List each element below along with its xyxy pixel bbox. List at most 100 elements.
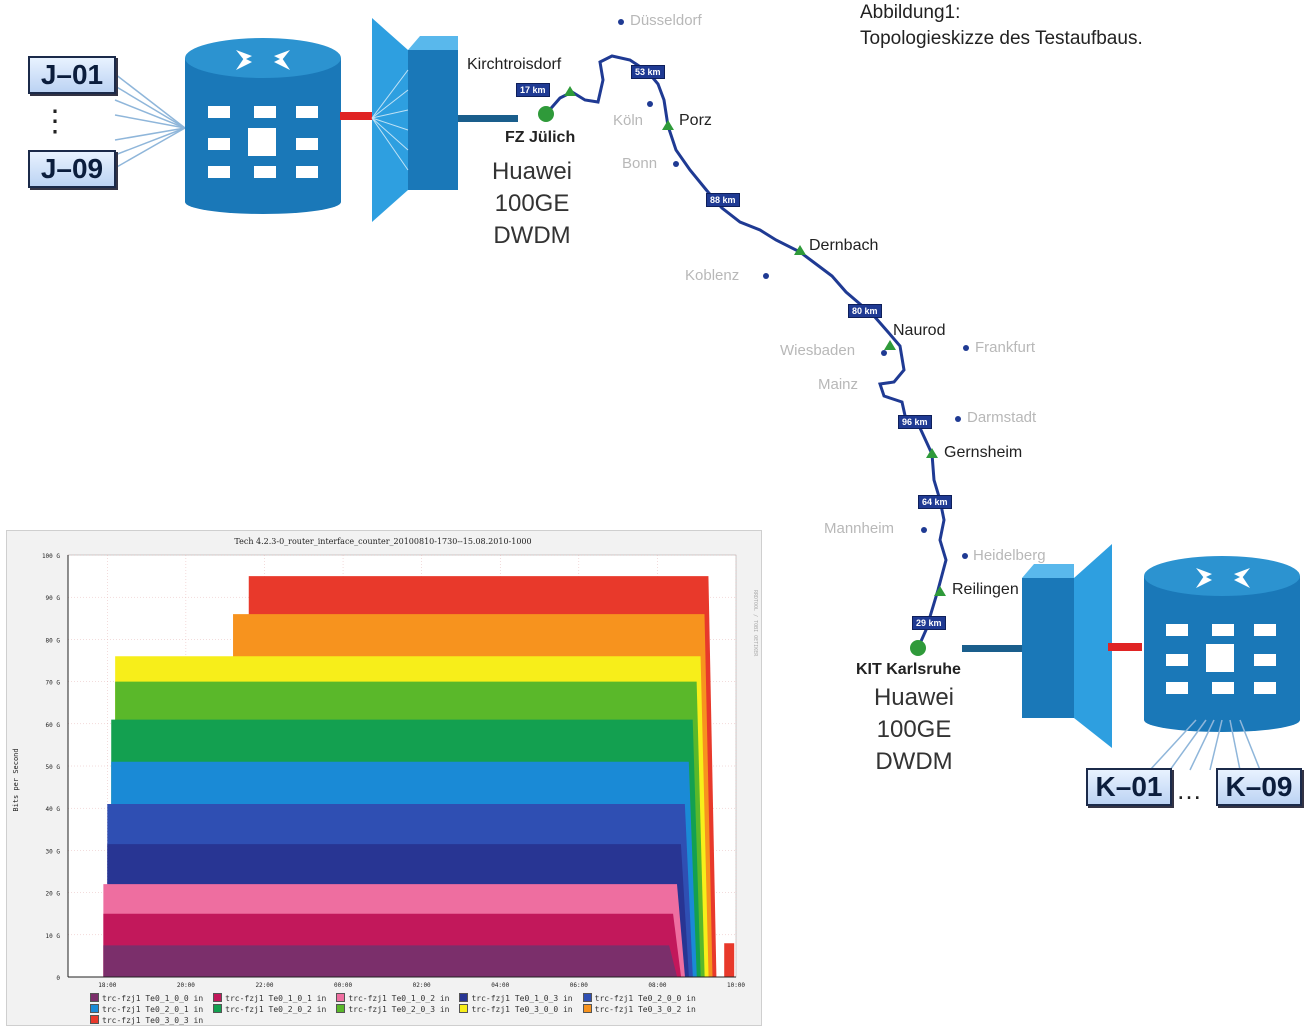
- city-label: Koblenz: [685, 267, 740, 284]
- right-fiber-stub: [962, 645, 1022, 652]
- left-router-icon: [185, 38, 341, 214]
- legend-label: trc-fzj1 Te0_1_0_2 in: [348, 994, 450, 1003]
- spec-tech: DWDM: [493, 222, 571, 249]
- chart-area-tail: [724, 943, 735, 977]
- chart-y-tick-label: 60 G: [46, 722, 61, 729]
- chart-x-tick-label: 08:00: [648, 982, 666, 989]
- figure-caption: Abbildung1: Topologieskizze des Testaufb…: [860, 0, 1143, 52]
- juelich-endpoint-dot: [538, 106, 554, 122]
- station-label: Naurod: [893, 322, 946, 339]
- right-node-links: [1149, 719, 1261, 771]
- node-j01: J–01: [28, 56, 116, 94]
- segment-distance-label: 88 km: [706, 193, 740, 207]
- segment-distance-label: 17 km: [516, 83, 550, 97]
- station-label: Gernsheim: [944, 444, 1023, 461]
- chart-y-axis-label: Bits per Second: [12, 748, 20, 811]
- segment-distance-label: 29 km: [912, 616, 946, 630]
- city-label: Heidelberg: [973, 547, 1046, 564]
- segment-distance-label: 53 km: [631, 65, 665, 79]
- right-router-icon: [1144, 556, 1300, 732]
- chart-x-tick-label: 10:00: [727, 982, 745, 989]
- legend-label: trc-fzj1 Te0_1_0_0 in: [102, 994, 204, 1003]
- legend-swatch: [213, 1004, 223, 1013]
- traffic-chart: Tech 4.2.3-0_router_interface_counter_20…: [12, 537, 758, 989]
- legend-label: trc-fzj1 Te0_3_0_2 in: [594, 1005, 696, 1014]
- chart-x-tick-label: 02:00: [413, 982, 431, 989]
- station-label: Reilingen: [952, 581, 1019, 598]
- node-ellipsis-right: …: [1176, 775, 1202, 805]
- city-label: Bonn: [622, 155, 658, 172]
- city-label: Köln: [613, 112, 644, 129]
- chart-legend: trc-fzj1 Te0_1_0_0 in trc-fzj1 Te0_1_0_1 …: [90, 993, 710, 1026]
- chart-y-tick-label: 80 G: [46, 637, 61, 644]
- legend-swatch: [213, 993, 223, 1002]
- city-label: Wiesbaden: [780, 342, 856, 359]
- segment-distance-label: 96 km: [898, 415, 932, 429]
- right-red-link: [1108, 643, 1142, 651]
- chart-y-tick-label: 10 G: [46, 933, 61, 940]
- city-label: Düsseldorf: [630, 12, 702, 29]
- legend-item: trc-fzj1 Te0_3_0_2 in: [582, 1004, 696, 1015]
- chart-y-tick-label: 50 G: [46, 764, 61, 771]
- station-label: Porz: [679, 112, 712, 129]
- caption-text: Topologieskizze des Testaufbaus.: [860, 28, 1143, 49]
- legend-swatch: [582, 993, 592, 1002]
- spec-rate: 100GE: [876, 716, 952, 743]
- fiber-route-path: [544, 54, 948, 649]
- chart-y-tick-label: 40 G: [46, 806, 61, 813]
- legend-swatch: [459, 993, 469, 1002]
- legend-swatch: [336, 993, 346, 1002]
- chart-y-tick-label: 0: [56, 975, 60, 982]
- chart-x-tick-label: 06:00: [570, 982, 588, 989]
- spec-rate: 100GE: [494, 190, 570, 217]
- legend-swatch: [90, 1004, 99, 1013]
- legend-item: trc-fzj1 Te0_2_0_3 in: [336, 1004, 449, 1015]
- legend-label: trc-fzj1 Te0_2_0_0 in: [594, 994, 696, 1003]
- legend-label: trc-fzj1 Te0_1_0_3 in: [471, 994, 573, 1003]
- legend-item: trc-fzj1 Te0_2_0_0 in: [582, 993, 696, 1004]
- left-dwdm-icon: [371, 18, 458, 222]
- site-name-juelich: FZ Jülich: [505, 129, 576, 146]
- legend-label: trc-fzj1 Te0_2_0_3 in: [348, 1005, 450, 1014]
- chart-y-tick-label: 90 G: [46, 595, 61, 602]
- legend-item: trc-fzj1 Te0_3_0_3 in: [90, 1015, 203, 1026]
- node-k01: K–01: [1086, 768, 1172, 806]
- segment-distance-label: 80 km: [848, 304, 882, 318]
- legend-swatch: [90, 993, 99, 1002]
- node-j09: J–09: [28, 150, 116, 188]
- station-label: Dernbach: [809, 237, 879, 254]
- segment-distance-label: 64 km: [918, 495, 952, 509]
- chart-x-tick-label: 04:00: [491, 982, 509, 989]
- spec-tech: DWDM: [875, 748, 953, 775]
- city-dots: [618, 19, 969, 559]
- legend-item: trc-fzj1 Te0_1_0_1 in: [213, 993, 326, 1004]
- spec-vendor: Huawei: [491, 158, 573, 185]
- legend-swatch: [90, 1015, 99, 1024]
- site-specs-left: Huawei 100GE DWDM: [462, 156, 602, 252]
- node-ellipsis-left: ⋮: [40, 105, 70, 138]
- city-label: Darmstadt: [967, 409, 1037, 426]
- chart-y-tick-label: 70 G: [46, 680, 61, 687]
- spec-vendor: Huawei: [873, 684, 955, 711]
- right-dwdm-icon: [1022, 544, 1112, 748]
- karlsruhe-endpoint-dot: [910, 640, 926, 656]
- chart-x-tick-label: 22:00: [255, 982, 273, 989]
- legend-item: trc-fzj1 Te0_2_0_1 in: [90, 1004, 203, 1015]
- legend-label: trc-fzj1 Te0_2_0_2 in: [225, 1005, 327, 1014]
- city-label: Mainz: [818, 376, 859, 393]
- left-fiber-stub: [458, 115, 518, 122]
- left-node-links: [114, 73, 186, 169]
- chart-x-tick-label: 20:00: [177, 982, 195, 989]
- chart-x-tick-label: 00:00: [334, 982, 352, 989]
- legend-label: trc-fzj1 Te0_3_0_3 in: [102, 1016, 204, 1025]
- legend-label: trc-fzj1 Te0_1_0_1 in: [225, 994, 327, 1003]
- chart-area-band: [103, 945, 678, 977]
- legend-label: trc-fzj1 Te0_3_0_0 in: [471, 1005, 573, 1014]
- node-k09: K–09: [1216, 768, 1302, 806]
- chart-x-tick-label: 18:00: [98, 982, 116, 989]
- legend-item: trc-fzj1 Te0_1_0_3 in: [459, 993, 573, 1004]
- site-name-karlsruhe: KIT Karlsruhe: [856, 661, 961, 678]
- legend-item: trc-fzj1 Te0_1_0_0 in: [90, 993, 203, 1004]
- left-red-link: [340, 112, 372, 120]
- city-label: Frankfurt: [975, 339, 1036, 356]
